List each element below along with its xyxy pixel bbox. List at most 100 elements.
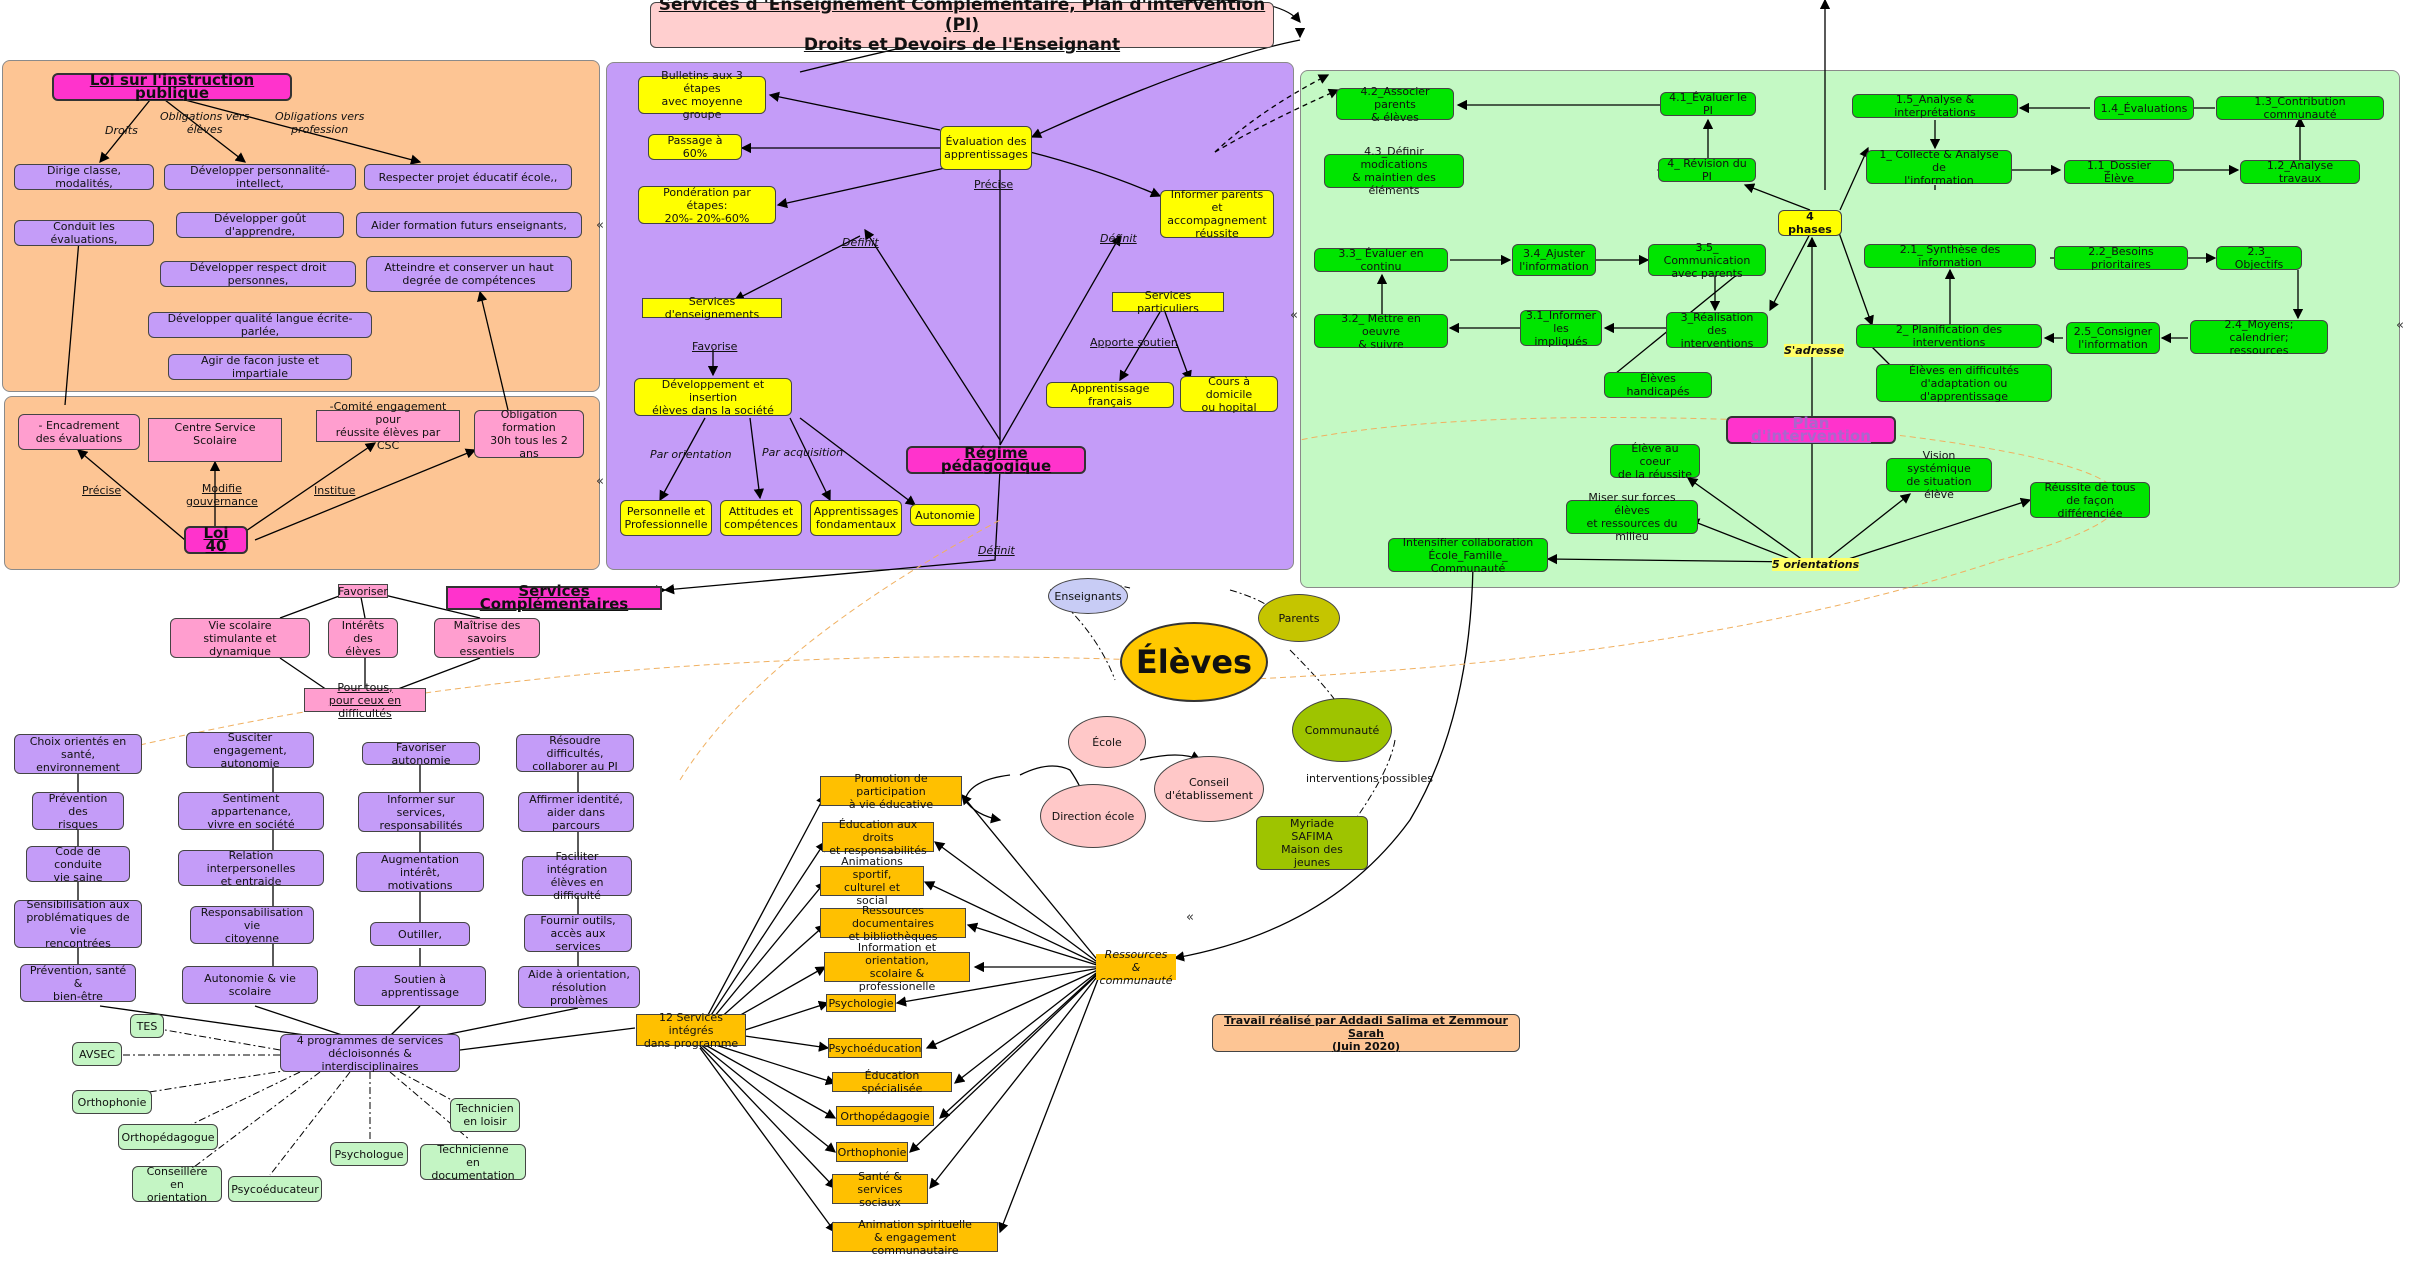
pi-node-p33[interactable]: 3.3_ Évaluer en continu [1314, 247, 1448, 273]
pi-node-p1[interactable]: 1_ Collecte & Analyse de l'information [1866, 148, 2012, 187]
loi40-node-encadrement[interactable]: - Encadrement des évaluations [18, 414, 140, 450]
pi-node-p15[interactable]: 1.5_Analyse & interprétations [1852, 93, 2018, 119]
pi-orientation-2[interactable]: Miser sur forces élèves et ressources du… [1566, 491, 1698, 543]
pro-node-orthophonie[interactable]: Orthophonie [72, 1090, 152, 1114]
column1-node[interactable]: Sensibilisation aux problématiques de vi… [14, 898, 142, 950]
service-node[interactable]: Éducation spécialisée [832, 1069, 952, 1095]
column4-node[interactable]: Aide à orientation, résolution problèmes [518, 966, 640, 1008]
pi-node-p23[interactable]: 2.3_ Objectifs [2216, 245, 2302, 271]
pi-node-p14[interactable]: 1.4_Évaluations [2094, 96, 2194, 120]
pro-node-avsec[interactable]: AVSEC [72, 1042, 122, 1066]
pi-node-p12[interactable]: 1.2_Analyse travaux [2240, 159, 2360, 185]
pro-node-psycoeducateur[interactable]: Psycoéducateur [228, 1176, 322, 1202]
service-node[interactable]: Promotion de participation à vie éducati… [820, 772, 962, 811]
services-comp-interets[interactable]: Intérêts des élèves [328, 618, 398, 658]
service-node[interactable]: Orthopédagogie [836, 1106, 934, 1126]
regime-node-informer[interactable]: Informer parents et accompagnement réuss… [1160, 188, 1274, 240]
service-node[interactable]: Ressources documentaires et bibliothèque… [820, 904, 966, 943]
regime-node-attitudes[interactable]: Attitudes et compétences [720, 500, 802, 536]
collapse-toggle-icon[interactable]: « [596, 218, 604, 233]
column1-node[interactable]: Prévention, santé & bien-être [20, 964, 136, 1003]
column2-node[interactable]: Susciter engagement, autonomie [186, 731, 314, 770]
column1-node[interactable]: Choix orientés en santé, environnement [14, 734, 142, 774]
service-node[interactable]: Psychoéducation [828, 1038, 922, 1058]
collapse-toggle-icon[interactable]: « [1290, 308, 1298, 323]
column2-node[interactable]: Autonomie & vie scolaire [182, 966, 318, 1004]
loi40-heading[interactable]: Loi 40 [184, 526, 248, 554]
profession-node-competences[interactable]: Atteindre et conserver un haut degrée de… [366, 256, 572, 292]
column3-node[interactable]: Favoriser autonomie [362, 741, 480, 767]
regime-node-services-ens[interactable]: Services d'enseignements [642, 295, 782, 321]
pro-node-conseillere[interactable]: Conseillère en orientation [132, 1165, 222, 1204]
eleves-node-respect[interactable]: Développer respect droit personnes, [160, 261, 356, 287]
pi-node-p32[interactable]: 3.2_ Mettre en oeuvre & suivre [1314, 312, 1448, 351]
pi-heading[interactable]: Plan d'intervention [1726, 416, 1896, 444]
pi-node-p35[interactable]: 3.5_ Communication avec parents [1648, 241, 1766, 280]
pi-orientation-4[interactable]: Vision systémique de situation élève [1886, 449, 1992, 501]
pro-node-tech-loisir[interactable]: Technicien en loisir [450, 1098, 520, 1132]
pi-node-p41[interactable]: 4.1_Évaluer le PI [1660, 91, 1756, 117]
column4-node[interactable]: Faciliter intégration élèves en difficul… [522, 850, 632, 902]
pro-node-orthopedagogue[interactable]: Orthopédagogue [118, 1124, 218, 1150]
regime-node-developpement[interactable]: Développement et insertion élèves dans l… [634, 378, 792, 417]
service-node[interactable]: Orthophonie [836, 1142, 908, 1162]
pi-node-p11[interactable]: 1.1_Dossier Élève [2064, 159, 2174, 185]
regime-node-apprentissages[interactable]: Apprentissages fondamentaux [810, 500, 902, 536]
loi40-node-obligation[interactable]: Obligation formation 30h tous les 2 ans [474, 408, 584, 460]
column3-node[interactable]: Augmentation intérêt, motivations [356, 852, 484, 892]
pi-node-p13[interactable]: 1.3_Contribution communauté [2216, 95, 2384, 121]
profession-node-formation[interactable]: Aider formation futurs enseignants, [356, 212, 582, 238]
regime-node-evaluation[interactable]: Évaluation des apprentissages [940, 126, 1032, 170]
regime-node-services-part[interactable]: Services particuliers [1112, 289, 1224, 315]
pi-node-p34[interactable]: 3.4_Ajuster l'information [1512, 244, 1596, 276]
services-comp-maitrise[interactable]: Maîtrise des savoirs essentiels [434, 618, 540, 658]
center-node-ecole[interactable]: École [1068, 716, 1146, 768]
profession-node-projet[interactable]: Respecter projet éducatif école,, [364, 164, 572, 190]
pi-node-p22[interactable]: 2.2_Besoins prioritaires [2054, 245, 2188, 271]
pro-node-psychologue[interactable]: Psychologue [330, 1142, 408, 1166]
column4-node[interactable]: Fournir outils, accès aux services [524, 914, 632, 953]
eleves-node-personnalite[interactable]: Développer personnalité- intellect, [164, 164, 356, 190]
programmes-node-4[interactable]: 4 programmes de services décloisonnés & … [280, 1034, 460, 1073]
pi-node-p31[interactable]: 3.1_Informer les impliqués [1520, 309, 1602, 348]
pi-node-p25[interactable]: 2.5_Consigner l'information [2066, 322, 2160, 354]
pi-orientation-3[interactable]: Intensifier collaboration École_Famille_… [1388, 536, 1548, 575]
column4-node[interactable]: Affirmer identité, aider dans parcours [518, 792, 634, 832]
center-node-direction[interactable]: Direction école [1040, 784, 1146, 848]
pi-node-p21[interactable]: 2.1_ Synthèse des information [1864, 243, 2036, 269]
pi-orientation-5[interactable]: Réussite de tous de façon différenciée [2030, 481, 2150, 520]
pi-node-difficultes[interactable]: Élèves en difficultés d'adaptation ou d'… [1876, 364, 2052, 403]
regime-node-bulletins[interactable]: Bulletins aux 3 étapes avec moyenne grou… [638, 69, 766, 121]
column4-node[interactable]: Résoudre difficultés, collaborer au PI [516, 734, 634, 773]
loi40-node-comite[interactable]: -Comité engagement pour réussite élèves … [316, 400, 460, 452]
eleves-node-langue[interactable]: Développer qualité langue écrite- parlée… [148, 312, 372, 338]
column3-node[interactable]: Informer sur services, responsabilités [358, 792, 484, 832]
center-node-enseignants[interactable]: Enseignants [1048, 578, 1128, 614]
column2-node[interactable]: Relation interpersonelles et entraide [178, 849, 324, 888]
center-node-conseil[interactable]: Conseil d'établissement [1154, 756, 1264, 822]
center-node-parents[interactable]: Parents [1258, 594, 1340, 642]
column3-node[interactable]: Soutien à apprentissage [354, 966, 486, 1006]
pi-node-p24[interactable]: 2.4_Moyens; calendrier; ressources [2190, 318, 2328, 357]
pi-node-handicapes[interactable]: Élèves handicapés [1604, 372, 1712, 398]
eleves-node-gout[interactable]: Développer goût d'apprendre, [176, 212, 344, 238]
column3-node[interactable]: Outiller, [370, 922, 470, 946]
pro-node-tes[interactable]: TES [130, 1014, 164, 1038]
droit-node-evaluations[interactable]: Conduit les évaluations, [14, 220, 154, 246]
regime-node-perso-pro[interactable]: Personnelle et Professionnelle [620, 500, 712, 536]
regime-node-ponderation[interactable]: Pondération par étapes: 20%- 20%-60% [638, 186, 776, 225]
collapse-toggle-icon[interactable]: « [596, 474, 604, 489]
programmes-node-ressources[interactable]: Ressources & communauté [1096, 948, 1176, 987]
column2-node[interactable]: Responsabilisation vie citoyenne [190, 906, 314, 945]
pi-node-p4[interactable]: 4_ Révision du PI [1658, 157, 1756, 183]
regime-node-passage[interactable]: Passage à 60% [648, 134, 742, 160]
eleves-node-juste[interactable]: Agir de facon juste et impartiale [168, 354, 352, 380]
pi-node-4-phases[interactable]: 4 phases [1778, 210, 1842, 236]
services-comp-vie-scolaire[interactable]: Vie scolaire stimulante et dynamique [170, 618, 310, 658]
regime-node-app-francais[interactable]: Apprentissage français [1046, 382, 1174, 408]
pro-node-tech-documentation[interactable]: Technicienne en documentation [420, 1143, 526, 1182]
pi-node-p2[interactable]: 2_ Planification des interventions [1856, 323, 2042, 349]
regime-heading[interactable]: Régime pédagogique [906, 446, 1086, 474]
service-node[interactable]: Psychologie [826, 994, 896, 1012]
service-node[interactable]: Éducation aux droits et responsabilités [822, 818, 934, 857]
